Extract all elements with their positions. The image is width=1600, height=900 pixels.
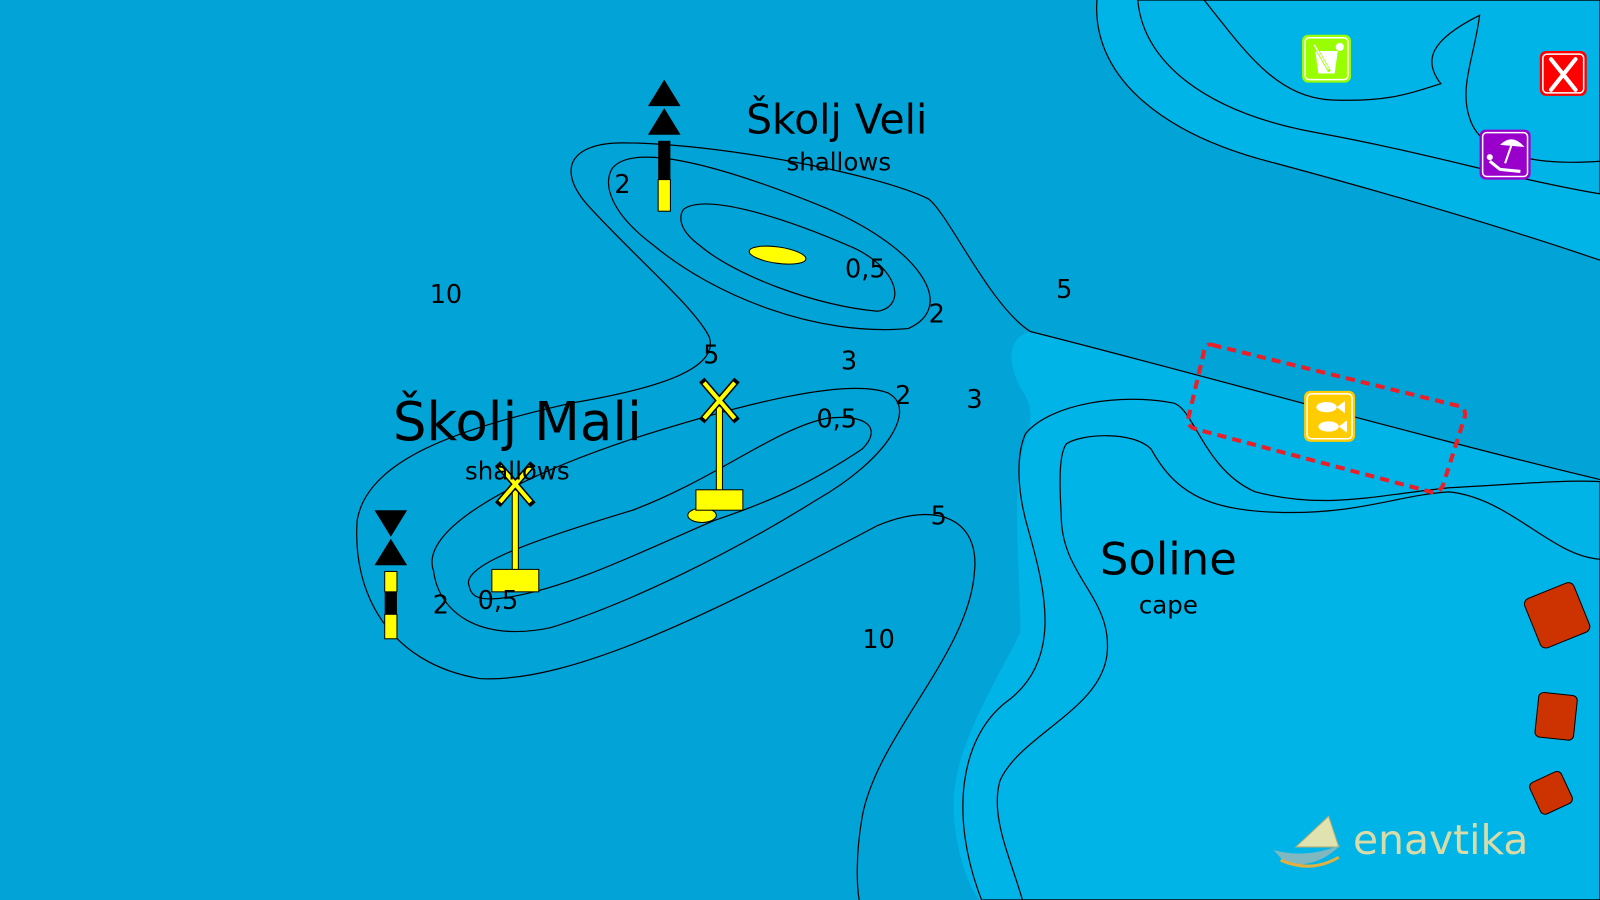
depth-sounding: 2: [433, 590, 449, 620]
depth-sounding: 5: [931, 501, 947, 531]
rock: [1534, 691, 1578, 741]
mooring-buoy[interactable]: [491, 461, 540, 593]
place-name: Školj Mali: [393, 390, 642, 453]
veli-shallow: [608, 156, 931, 331]
depth-sounding: 2: [929, 299, 945, 329]
cocktail-bar-icon[interactable]: [1302, 34, 1352, 83]
mid-water-band-south: [953, 331, 1600, 900]
rock: [1529, 770, 1573, 815]
place-type: shallows: [786, 147, 891, 176]
sailboat-icon: [1294, 815, 1340, 848]
shallow-water-north: [1137, 0, 1600, 195]
place-type: cape: [1139, 590, 1198, 619]
place-name: Soline: [1100, 532, 1237, 585]
depth-contour-5m: [356, 142, 1600, 900]
west-cardinal-mark[interactable]: [374, 510, 408, 640]
mali-drying-area: [467, 416, 872, 600]
north-cardinal-mark[interactable]: [647, 79, 681, 212]
place-name: Školj Veli: [746, 96, 927, 144]
depth-sounding: 5: [1056, 275, 1072, 305]
depth-sounding: 3: [966, 385, 982, 415]
restaurant-icon[interactable]: [1539, 51, 1587, 96]
land-soline: [996, 435, 1600, 900]
veli-drying-area: [680, 203, 896, 312]
mid-water-band-north: [1096, 0, 1600, 261]
depth-sounding: 5: [703, 340, 719, 370]
depth-sounding: 0,5: [478, 586, 519, 616]
depth-contour-2m: [1096, 0, 1600, 261]
place-type: shallows: [465, 457, 570, 486]
depth-sounding: 2: [895, 381, 911, 411]
rock: [1523, 582, 1591, 649]
fish-farm-icon[interactable]: [1304, 390, 1356, 442]
beach-icon[interactable]: [1479, 129, 1531, 180]
depth-sounding: 10: [430, 280, 462, 310]
depth-sounding: 0,5: [845, 255, 886, 285]
depth-sounding: 3: [841, 346, 857, 376]
enavtika-logo: enavtika: [1273, 815, 1528, 868]
depth-sounding: 10: [862, 625, 894, 655]
restricted-area-boundary[interactable]: [1185, 342, 1468, 495]
depth-sounding: 0,5: [816, 405, 857, 435]
mooring-buoy[interactable]: [695, 377, 744, 511]
shallow-water-south: [962, 398, 1600, 900]
logo-text: enavtika: [1353, 816, 1528, 864]
mali-shallow: [431, 387, 901, 633]
depth-sounding: 2: [614, 170, 630, 200]
veli-islet: [748, 245, 807, 265]
